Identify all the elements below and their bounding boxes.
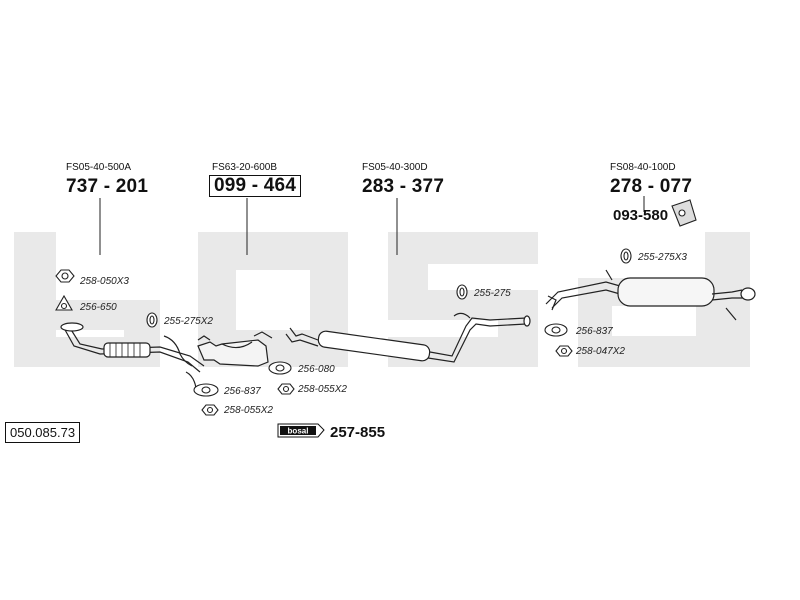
rear-silencer — [545, 269, 756, 321]
oval-gasket-hole — [551, 326, 561, 334]
watermark-holes — [236, 270, 696, 336]
part-number-283-377: 283 - 377 — [362, 176, 445, 197]
clamp-ring-inner — [459, 287, 465, 297]
accessory-label-258-055x2-front: 258-055X2 — [224, 405, 273, 416]
front-pipe — [60, 322, 205, 389]
part-number-278-077: 278 - 077 — [610, 176, 693, 197]
catalytic-converter — [197, 331, 273, 367]
center-pipe — [285, 312, 531, 363]
accessory-label-258-055x2-center: 258-055X2 — [298, 384, 347, 395]
accessory-label-256-080: 256-080 — [298, 364, 335, 375]
oem-code-278-077: FS08-40-100D — [610, 162, 676, 173]
part-number-737-201: 737 - 201 — [66, 176, 149, 197]
nut-hole — [206, 406, 214, 414]
accessory-label-255-275: 255-275 — [474, 288, 511, 299]
nut-hole — [61, 272, 69, 280]
clamp-ring-inner — [149, 315, 155, 325]
accessory-icons — [55, 199, 697, 416]
part-number-093-580: 093-580 — [613, 207, 669, 224]
nut-hole — [282, 385, 290, 393]
nut-hole — [560, 347, 568, 355]
accessory-label-258-050x3: 258-050X3 — [80, 276, 129, 287]
reference-number: 050.085.73 — [5, 422, 81, 443]
clamp-ring-inner — [623, 251, 629, 261]
rubber-mount-hole — [678, 209, 686, 217]
ring-gasket-hole — [275, 364, 285, 372]
oem-code-099-464: FS63-20-600B — [212, 162, 278, 173]
part-number-099-464: 099 - 464 — [209, 175, 302, 197]
accessory-label-256-650: 256-650 — [80, 302, 117, 313]
bosal-badge-text: bosal — [288, 427, 309, 436]
accessory-label-255-275x2: 255-275X2 — [164, 316, 213, 327]
accessory-label-258-047x2: 258-047X2 — [576, 346, 625, 357]
oem-code-737-201: FS05-40-500A — [66, 162, 132, 173]
accessory-label-256-837-rear: 256-837 — [576, 326, 613, 337]
oem-code-283-377: FS05-40-300D — [362, 162, 428, 173]
oval-gasket-hole — [201, 386, 211, 394]
bosal-badge: bosal — [277, 423, 325, 438]
accessory-label-256-837-front: 256-837 — [224, 386, 261, 397]
gasket-hole — [60, 302, 68, 310]
kit-part-number: 257-855 — [330, 424, 386, 441]
leader-lines — [99, 196, 645, 255]
accessory-label-255-275x3: 255-275X3 — [638, 252, 687, 263]
